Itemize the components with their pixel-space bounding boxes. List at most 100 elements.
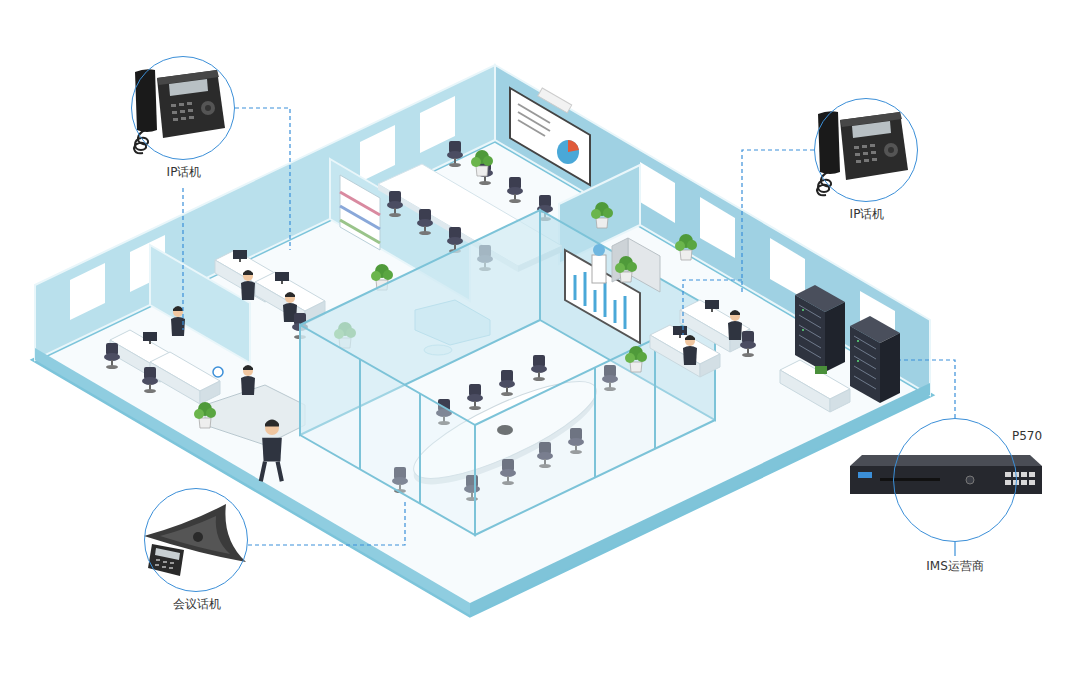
partition-walls-part — [340, 192, 380, 215]
callout-circle: 会议话机 — [144, 488, 248, 592]
right-offices-part — [795, 285, 845, 372]
top-meeting-room-part — [510, 88, 590, 185]
glass-meeting-room-part — [419, 393, 421, 503]
right-offices-part — [815, 366, 827, 374]
glass-meeting-room-part — [574, 275, 577, 300]
top-meeting-room-part — [447, 141, 463, 167]
building-shell-part — [35, 140, 930, 615]
p570-device-part — [880, 478, 940, 481]
right-offices-part — [728, 310, 742, 340]
glass-meeting-room-part — [467, 384, 483, 410]
left-offices-part — [213, 367, 223, 377]
right-offices-part — [675, 234, 697, 260]
p570-device-part — [1021, 472, 1027, 477]
top-meeting-room-part — [557, 140, 579, 164]
glass-meeting-room-part — [531, 355, 547, 381]
left-offices-part — [275, 272, 289, 284]
top-meeting-room-part — [591, 202, 613, 228]
top-meeting-room-part — [387, 191, 403, 217]
glass-meeting-room-part — [300, 325, 475, 535]
left-offices-part — [142, 367, 158, 393]
callout-circle: IP话机 — [131, 56, 235, 160]
p570-device-part — [1013, 472, 1019, 477]
glass-meeting-room-part — [359, 359, 361, 469]
p570-device-part — [1013, 480, 1019, 485]
walking-man-part — [261, 462, 282, 482]
building-shell-part — [770, 238, 805, 299]
glass-meeting-room-part — [584, 272, 587, 306]
partition-walls-part — [340, 206, 380, 229]
leader-lines-part — [248, 500, 405, 545]
callout-circle: IP话机 — [814, 98, 918, 202]
p570-device-part — [850, 455, 1042, 466]
partition-walls-part — [340, 220, 380, 243]
glass-meeting-room-part — [594, 368, 596, 478]
top-meeting-room-part — [507, 177, 523, 203]
building-shell-part — [70, 263, 105, 320]
p570-device-part — [1029, 472, 1035, 477]
left-offices-part — [233, 250, 247, 262]
callout-circles-part — [815, 99, 917, 201]
right-offices-part — [673, 326, 687, 338]
right-offices-part — [683, 335, 697, 365]
callout-circles-part — [134, 69, 225, 153]
leader-line — [954, 542, 955, 556]
p570-device-part — [966, 476, 974, 484]
glass-meeting-room — [300, 210, 715, 535]
building-shell-part — [360, 125, 395, 182]
callout-circles-part — [132, 57, 234, 159]
glass-meeting-room-part — [654, 339, 656, 449]
top-meeting-room-part — [568, 140, 579, 152]
right-offices-part — [705, 300, 719, 312]
walking-man-part — [265, 420, 279, 427]
p570-device-part — [1029, 480, 1035, 485]
right-offices-part — [850, 316, 900, 403]
glass-meeting-room-part — [594, 290, 597, 312]
left-offices-part — [150, 352, 220, 404]
top-meeting-room-part — [518, 120, 545, 136]
callout-circles-part — [145, 489, 247, 591]
top-meeting-room-part — [518, 104, 550, 123]
callout-circles-part — [817, 111, 908, 195]
p570-device — [850, 455, 1042, 494]
left-offices-part — [205, 385, 305, 445]
callout-circles — [132, 57, 1016, 591]
p570-device-part — [850, 466, 1042, 494]
glass-meeting-room-part — [565, 250, 640, 343]
glass-meeting-room-part — [614, 300, 617, 323]
callout-label: P570 — [1010, 429, 1044, 444]
right-offices-part — [740, 331, 756, 357]
right-offices-part — [780, 360, 850, 412]
right-offices-part — [625, 346, 647, 372]
p570-device-part — [858, 472, 872, 478]
right-offices-part — [615, 256, 637, 282]
right-offices-part — [593, 244, 605, 256]
top-meeting-room-part — [538, 88, 572, 113]
left-offices-part — [241, 270, 255, 300]
walking-man — [261, 420, 282, 482]
callout-label: IP话机 — [165, 165, 204, 180]
walking-man-part — [262, 438, 282, 462]
callout-label: 会议话机 — [171, 597, 223, 612]
left-offices-part — [241, 365, 255, 395]
p570-device-part — [1005, 472, 1011, 477]
glass-meeting-room-part — [604, 282, 607, 317]
top-meeting-room-part — [518, 112, 550, 131]
right-offices-part — [650, 325, 720, 377]
callout-circles-part — [144, 504, 246, 576]
left-offices-part — [255, 272, 325, 324]
p570-device-part — [1021, 480, 1027, 485]
leader-lines-part — [742, 150, 814, 295]
leader-lines-part — [235, 108, 290, 250]
left-offices-part — [143, 332, 157, 344]
top-meeting-room-part — [417, 209, 433, 235]
left-offices-part — [194, 402, 216, 428]
p570-device-part — [1005, 480, 1011, 485]
glass-meeting-room-part — [499, 370, 515, 396]
leader-lines-part — [900, 360, 955, 418]
callout-circle: P570 — [893, 418, 1017, 542]
partition-walls-part — [340, 175, 380, 250]
left-offices-part — [104, 343, 120, 369]
